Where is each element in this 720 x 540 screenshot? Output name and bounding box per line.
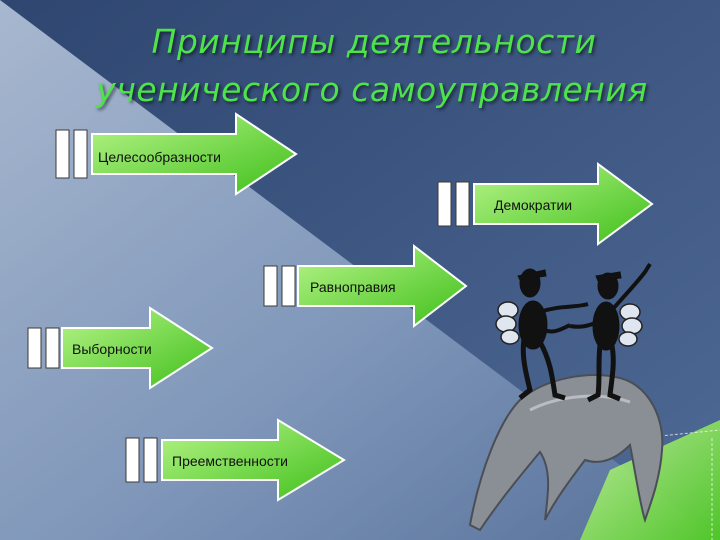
right-figure-wing [618,303,643,347]
principle-label-1: Целесообразности [98,149,221,165]
slide-title-line-1: Принципы деятельности [151,22,597,61]
left-figure [517,268,589,401]
arrow-shape [55,112,298,196]
arrow-shape [437,162,654,246]
principle-label-5: Преемственности [172,453,289,469]
right-figure [569,262,652,403]
arrow-shape [263,243,468,329]
principle-label-3: Равноправия [310,279,396,295]
slide-title-line-2: ученического самоуправления [96,70,648,109]
rock-shape [468,373,664,532]
principle-label-4: Выборности [72,341,152,357]
arrow-shape [125,418,346,502]
principle-label-2: Демократии [494,197,573,213]
arrow-shape [27,306,214,390]
left-figure-wing [495,301,520,345]
